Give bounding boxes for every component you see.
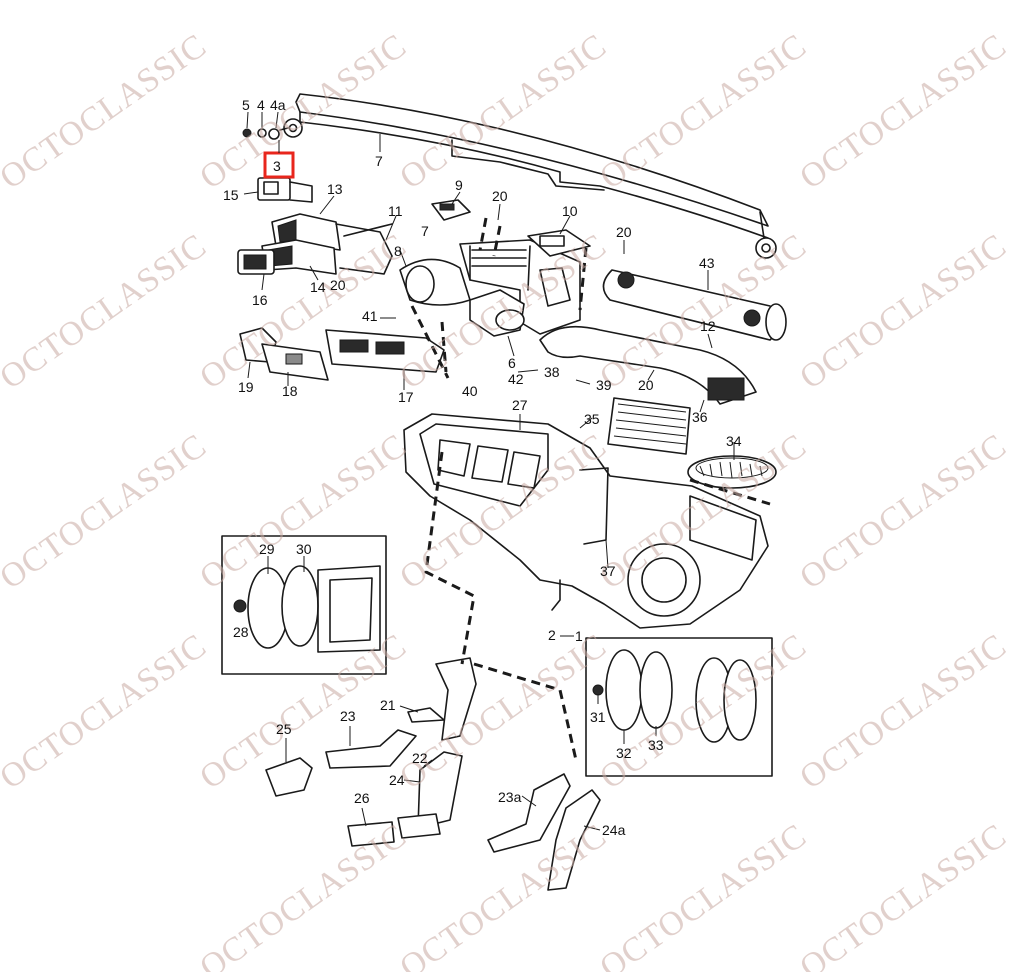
highlighted-part-callout[interactable]: 3 — [263, 140, 295, 179]
callout-label: 20 — [492, 188, 508, 204]
callout-label: 43 — [699, 255, 715, 271]
center-vent-part — [325, 329, 445, 373]
callout-label: 7 — [421, 223, 429, 239]
callout-label: 37 — [600, 563, 616, 579]
callout-label: 36 — [692, 409, 708, 425]
callout-labels: 5 4 4a 7 15 13 9 20 10 11 7 8 20 43 16 1… — [223, 97, 742, 838]
callout-label: 2 — [548, 627, 556, 643]
callout-label: 20 — [330, 277, 346, 293]
callout-label: 20 — [616, 224, 632, 240]
callout-label: 42 — [508, 371, 524, 387]
callout-label: 5 — [242, 97, 250, 113]
callout-label: 31 — [590, 709, 606, 725]
dashboard-rail-part — [283, 93, 777, 259]
callout-label: 28 — [233, 624, 249, 640]
watermark-text: OCTOCLASSIC — [0, 227, 213, 397]
callout-label: 23a — [498, 789, 522, 805]
heater-housing-part — [403, 413, 769, 629]
callout-label: 18 — [282, 383, 298, 399]
connection-lines — [410, 217, 771, 761]
callout-label: 16 — [252, 292, 268, 308]
callout-label: 15 — [223, 187, 239, 203]
callout-label: 29 — [259, 541, 275, 557]
watermark-text: OCTOCLASSIC — [393, 27, 613, 197]
callout-label: 4a — [270, 97, 286, 113]
watermark-text: OCTOCLASSIC — [593, 817, 813, 972]
callout-label: 33 — [648, 737, 664, 753]
callout-label: 25 — [276, 721, 292, 737]
callout-label: 32 — [616, 745, 632, 761]
side-vent-nozzle-part — [239, 327, 329, 381]
callout-label: 24 — [389, 772, 405, 788]
clip-parts — [343, 199, 591, 257]
callout-label: 22 — [412, 750, 428, 766]
watermark-text: OCTOCLASSIC — [193, 817, 413, 972]
callout-label: 4 — [257, 97, 265, 113]
vent-inset-panel — [585, 637, 773, 777]
watermark-text: OCTOCLASSIC — [0, 27, 213, 197]
callout-label: 9 — [455, 177, 463, 193]
callout-label: 35 — [584, 411, 600, 427]
callout-label: 6 — [508, 355, 516, 371]
callout-label: 17 — [398, 389, 414, 405]
watermark-text: OCTOCLASSIC — [793, 817, 1013, 972]
callout-label: 11 — [388, 203, 403, 219]
callout-label: 26 — [354, 790, 370, 806]
filter-parts — [607, 397, 777, 489]
callout-label: 30 — [296, 541, 312, 557]
callout-label: 8 — [394, 243, 402, 259]
callout-label: 12 — [700, 318, 716, 334]
floor-duct-parts — [265, 657, 601, 891]
watermark-text: OCTOCLASSIC — [593, 27, 813, 197]
watermark-layer: OCTOCLASSIC OCTOCLASSIC OCTOCLASSIC OCTO… — [0, 27, 1013, 972]
callout-label: 23 — [340, 708, 356, 724]
vent-nozzle-part — [257, 177, 313, 203]
watermark-text: OCTOCLASSIC — [793, 227, 1013, 397]
callout-label: 10 — [562, 203, 578, 219]
callout-label: 21 — [380, 697, 396, 713]
watermark-text: OCTOCLASSIC — [793, 27, 1013, 197]
callout-label: 13 — [327, 181, 343, 197]
callout-label: 38 — [544, 364, 560, 380]
callout-label: 39 — [596, 377, 612, 393]
defroster-tube-part — [539, 269, 787, 405]
watermark-text: OCTOCLASSIC — [793, 427, 1013, 597]
hardware-parts — [242, 127, 289, 140]
callout-label-3: 3 — [273, 158, 281, 174]
callout-label: 1 — [575, 628, 583, 644]
side-duct-parts — [237, 213, 393, 275]
air-distribution-housing-part — [399, 239, 581, 337]
callout-label: 19 — [238, 379, 254, 395]
callout-label: 24a — [602, 822, 626, 838]
callout-label: 20 — [638, 377, 654, 393]
callout-label: 34 — [726, 433, 742, 449]
watermark-text: OCTOCLASSIC — [0, 627, 213, 797]
watermark-text: OCTOCLASSIC — [793, 627, 1013, 797]
callout-label: 27 — [512, 397, 528, 413]
watermark-text: OCTOCLASSIC — [0, 427, 213, 597]
callout-label: 7 — [375, 153, 383, 169]
callout-label: 40 — [462, 383, 478, 399]
leader-lines — [243, 111, 735, 831]
callout-label: 41 — [362, 308, 378, 324]
callout-label: 14 — [310, 279, 326, 295]
